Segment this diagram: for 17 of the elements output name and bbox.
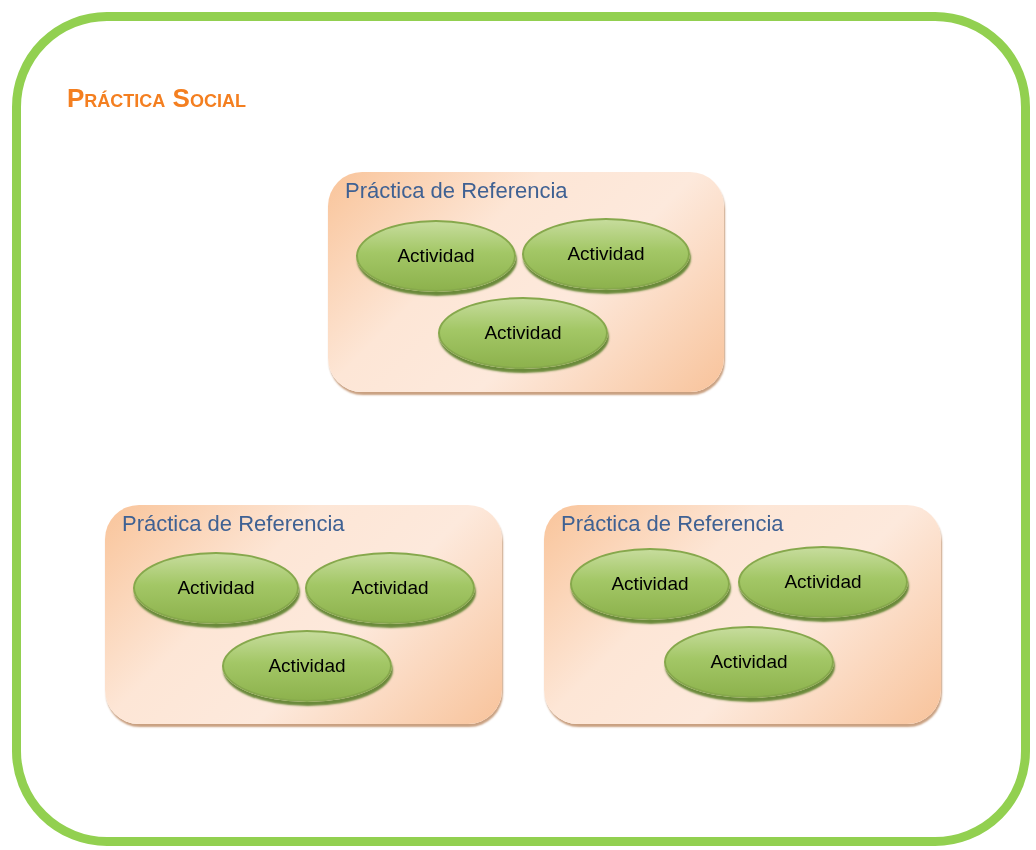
panel bbox=[12, 12, 1030, 846]
activity-label: Actividad bbox=[611, 573, 689, 595]
practice-box bbox=[328, 172, 724, 392]
activity-label: Actividad bbox=[710, 651, 788, 673]
panel-heading: Práctica Social bbox=[67, 83, 246, 114]
practice-box bbox=[105, 505, 502, 724]
activity-label: Actividad bbox=[397, 245, 475, 267]
activity-label: Actividad bbox=[484, 322, 562, 344]
box-heading: Práctica de Referencia bbox=[122, 511, 345, 537]
box-heading: Práctica de Referencia bbox=[561, 511, 784, 537]
activity-label: Actividad bbox=[177, 577, 255, 599]
activity-label: Actividad bbox=[351, 577, 429, 599]
activity-label: Actividad bbox=[784, 571, 862, 593]
activity-label: Actividad bbox=[567, 243, 645, 265]
activity-label: Actividad bbox=[268, 655, 346, 677]
box-heading: Práctica de Referencia bbox=[345, 178, 568, 204]
practice-box bbox=[544, 505, 941, 724]
